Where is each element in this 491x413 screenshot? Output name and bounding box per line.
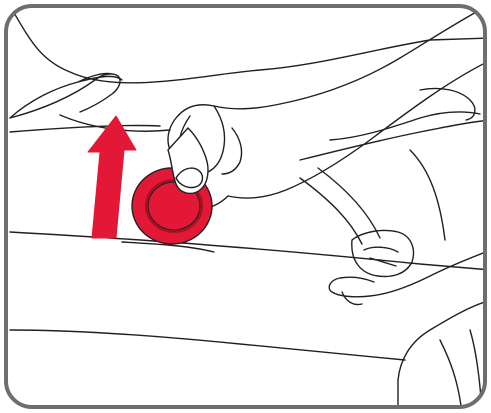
panel-background [6, 6, 485, 407]
